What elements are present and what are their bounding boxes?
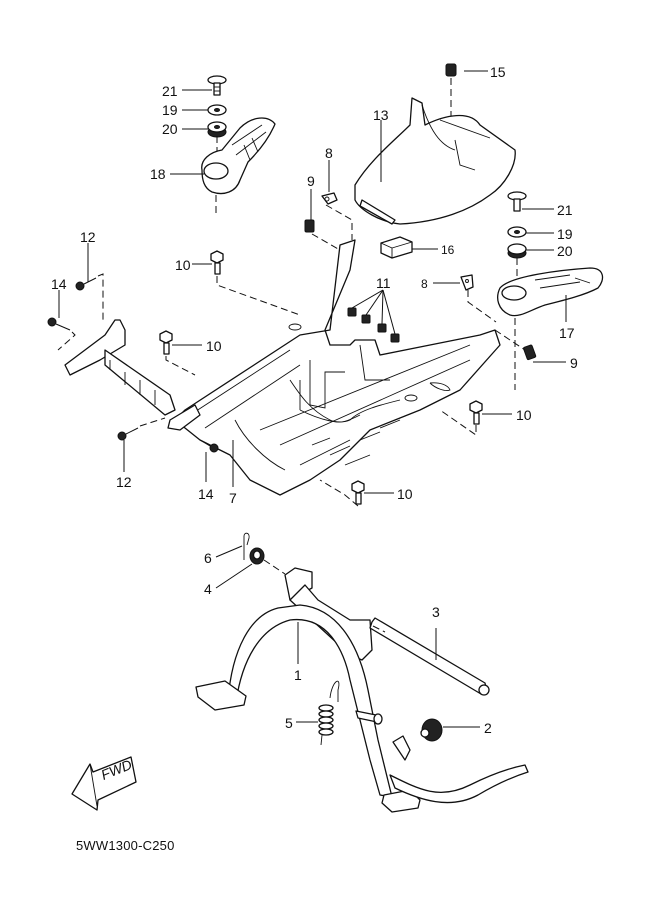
callout-12-bottom: 12 — [116, 474, 132, 490]
side-rail-left[interactable] — [64, 319, 201, 431]
callout-5: 5 — [285, 715, 293, 731]
callout-9-upper: 9 — [307, 173, 315, 189]
callout-7: 7 — [229, 490, 237, 506]
fwd-arrow-icon — [71, 756, 137, 811]
main-stand-1[interactable] — [195, 567, 529, 813]
damper-16[interactable] — [380, 236, 413, 259]
screw-12-top[interactable] — [75, 277, 97, 291]
callout-10-c: 10 — [516, 407, 532, 423]
drawing-code: 5WW1300-C250 — [76, 838, 175, 853]
callout-19-right: 19 — [557, 226, 573, 242]
callout-9-right: 9 — [570, 355, 578, 371]
stopper-2[interactable] — [420, 718, 443, 742]
callout-8-right: 8 — [421, 277, 428, 291]
callout-1: 1 — [294, 667, 302, 683]
cotter-pin-6[interactable] — [243, 532, 250, 560]
damper-20-left[interactable] — [207, 121, 227, 138]
nut-15[interactable] — [445, 63, 457, 77]
nuts-11[interactable] — [347, 307, 400, 343]
callout-10-d: 10 — [397, 486, 413, 502]
bolt-10-d[interactable] — [351, 480, 365, 505]
callout-19-left: 19 — [162, 102, 178, 118]
screw-21-right[interactable] — [507, 191, 527, 212]
callout-16: 16 — [441, 243, 455, 257]
callout-6: 6 — [204, 550, 212, 566]
bolt-10-a[interactable] — [210, 250, 224, 275]
bracket-8-upper[interactable] — [321, 192, 338, 205]
bracket-8-right[interactable] — [460, 274, 474, 291]
bolt-10-c[interactable] — [469, 400, 483, 425]
washer-19-left[interactable] — [207, 104, 227, 116]
callout-21-right: 21 — [557, 202, 573, 218]
nut-9-upper[interactable] — [304, 219, 315, 233]
damper-20-right[interactable] — [507, 243, 527, 259]
footrest-board-7[interactable] — [174, 239, 501, 496]
footrest-17[interactable] — [497, 267, 604, 317]
callout-2: 2 — [484, 720, 492, 736]
washer-4[interactable] — [249, 547, 265, 565]
screw-12-bottom[interactable] — [117, 427, 139, 441]
stand-spring-5[interactable] — [318, 680, 340, 746]
callout-10-a: 10 — [175, 257, 191, 273]
callout-10-b: 10 — [206, 338, 222, 354]
screw-21-left[interactable] — [207, 75, 227, 96]
callout-8-upper: 8 — [325, 145, 333, 161]
stand-pin[interactable] — [355, 710, 383, 725]
callout-3: 3 — [432, 604, 440, 620]
callout-14-left: 14 — [51, 276, 67, 292]
bolt-10-b[interactable] — [159, 330, 173, 355]
screw-14-left[interactable] — [47, 317, 71, 331]
callout-4: 4 — [204, 581, 212, 597]
callout-14-bottom: 14 — [198, 486, 214, 502]
callout-15: 15 — [490, 64, 506, 80]
callout-21-left: 21 — [162, 83, 178, 99]
nut-9-right[interactable] — [523, 344, 537, 361]
cover-13[interactable] — [354, 97, 516, 225]
footrest-18[interactable] — [201, 117, 276, 195]
washer-19-right[interactable] — [507, 226, 527, 238]
callout-18: 18 — [150, 166, 166, 182]
callout-13: 13 — [373, 107, 389, 123]
screw-14-bottom[interactable] — [199, 439, 219, 453]
callout-11: 11 — [376, 275, 391, 291]
callout-17: 17 — [559, 325, 575, 341]
stand-shaft-3[interactable] — [369, 617, 490, 696]
callout-20-left: 20 — [162, 121, 178, 137]
callout-20-right: 20 — [557, 243, 573, 259]
callout-12-top: 12 — [80, 229, 96, 245]
